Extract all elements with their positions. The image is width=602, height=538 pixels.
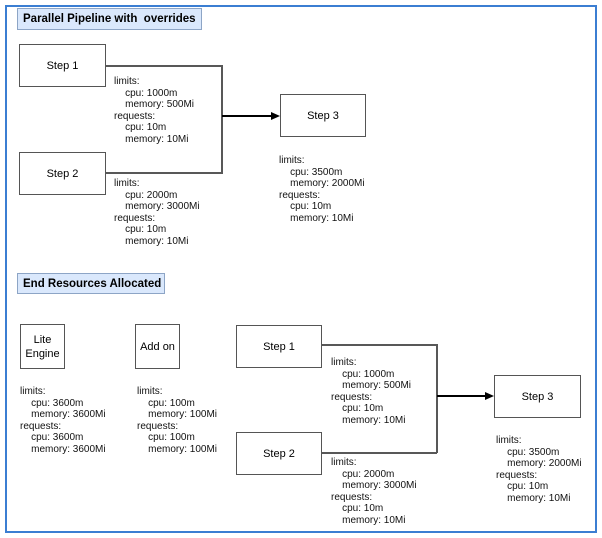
connector-bottom-step1-to-junction — [322, 344, 437, 346]
resources-lite-engine: limits: cpu: 3600m memory: 3600Mi reques… — [20, 386, 106, 455]
resources-top-step1: limits: cpu: 1000m memory: 500Mi request… — [114, 76, 195, 145]
arrowhead-top-step3-icon — [271, 111, 280, 120]
connector-bottom-junction-vertical — [436, 344, 438, 454]
node-top-step1: Step 1 — [19, 44, 106, 87]
node-lite-engine-label: Lite Engine — [25, 333, 60, 360]
resources-top-step2: limits: cpu: 2000m memory: 3000Mi reques… — [114, 178, 200, 247]
node-top-step3: Step 3 — [280, 94, 366, 137]
node-bottom-step1: Step 1 — [236, 325, 322, 368]
node-lite-engine: Lite Engine — [20, 324, 65, 369]
connector-top-arrow-line — [222, 115, 273, 117]
node-top-step1-label: Step 1 — [46, 59, 79, 72]
connector-bottom-step2-to-junction — [322, 452, 437, 454]
node-bottom-step2: Step 2 — [236, 432, 322, 475]
resources-bottom-step1: limits: cpu: 1000m memory: 500Mi request… — [331, 357, 412, 426]
resources-top-step3: limits: cpu: 3500m memory: 2000Mi reques… — [279, 155, 365, 224]
section-title-parallel-pipeline: Parallel Pipeline with overrides — [17, 8, 202, 30]
node-bottom-step3: Step 3 — [494, 375, 581, 418]
resources-bottom-step2: limits: cpu: 2000m memory: 3000Mi reques… — [331, 457, 417, 526]
connector-top-junction-vertical — [221, 65, 223, 174]
node-add-on-label: Add on — [140, 340, 175, 353]
connector-top-step1-to-junction — [106, 65, 222, 67]
node-top-step3-label: Step 3 — [307, 109, 339, 122]
node-top-step2-label: Step 2 — [46, 167, 79, 180]
connector-top-step2-to-junction — [106, 172, 222, 174]
node-bottom-step1-label: Step 1 — [263, 340, 295, 353]
section-title-end-resources: End Resources Allocated — [17, 273, 165, 294]
node-add-on: Add on — [135, 324, 180, 369]
resources-bottom-step3: limits: cpu: 3500m memory: 2000Mi reques… — [496, 435, 582, 504]
node-bottom-step3-label: Step 3 — [521, 390, 554, 403]
resources-add-on: limits: cpu: 100m memory: 100Mi requests… — [137, 386, 218, 455]
arrowhead-bottom-step3-icon — [485, 391, 494, 400]
node-top-step2: Step 2 — [19, 152, 106, 195]
node-bottom-step2-label: Step 2 — [263, 447, 295, 460]
connector-bottom-arrow-line — [437, 395, 487, 397]
